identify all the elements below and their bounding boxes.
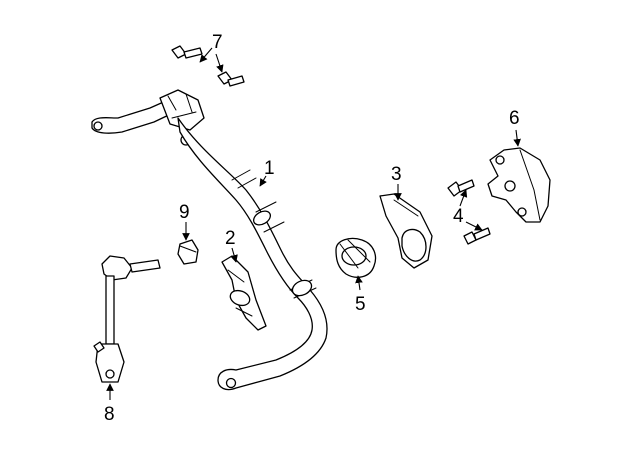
leader-7b: [215, 53, 224, 73]
callout-labels: 1 2 3 4 5 6 7 8 9: [104, 32, 520, 425]
leader-2: [230, 247, 238, 263]
leader-lines: [106, 47, 521, 400]
callout-7: 7: [212, 32, 223, 53]
bushing: [335, 237, 377, 278]
bar-bracket: [221, 255, 267, 331]
callout-1: 1: [264, 158, 275, 179]
stabilizer-link: [93, 255, 161, 383]
bar-bolts: [171, 45, 245, 87]
callout-4: 4: [453, 206, 464, 227]
leader-7a: [199, 47, 213, 63]
callout-2: 2: [225, 228, 236, 249]
leader-5: [355, 275, 363, 291]
callout-8: 8: [104, 404, 115, 425]
leader-4a: [459, 189, 468, 207]
leader-1: [259, 175, 267, 187]
bracket-bolts: [447, 179, 491, 245]
callout-6: 6: [509, 108, 520, 129]
bushing-clamp: [379, 193, 433, 269]
leader-4b: [465, 221, 483, 231]
callout-3: 3: [391, 164, 402, 185]
callout-9: 9: [179, 202, 190, 223]
callout-5: 5: [355, 294, 366, 315]
mounting-bracket: [487, 147, 551, 223]
stabilizer-bar: [91, 89, 328, 391]
link-nut: [177, 239, 199, 265]
leader-6: [513, 129, 521, 147]
